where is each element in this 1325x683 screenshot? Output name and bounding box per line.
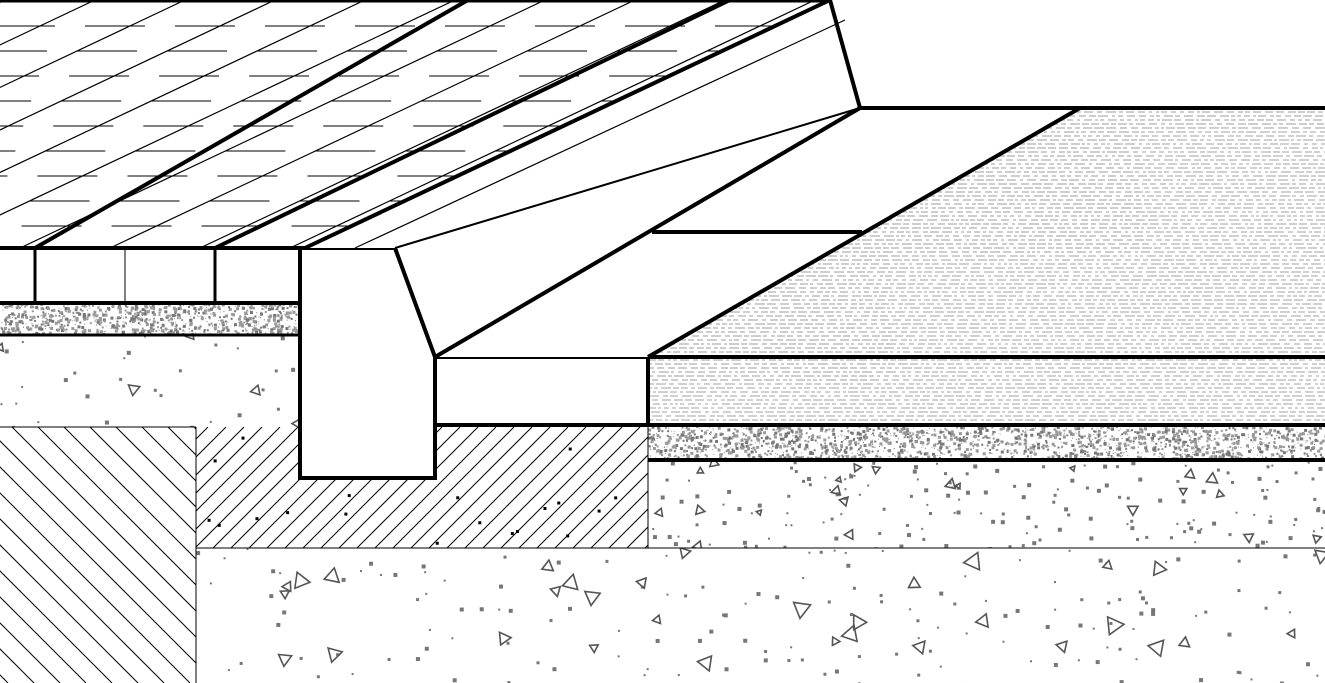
bedding-sand-right (648, 426, 1325, 460)
natural-ground-hatch (0, 427, 196, 683)
curb-stone (298, 246, 437, 480)
bedding-sand-left (0, 303, 300, 335)
lean-concrete-left (0, 335, 300, 427)
subbase-gravel (196, 548, 1325, 683)
lean-concrete-right (652, 460, 1325, 548)
gutter-channel (433, 355, 650, 427)
curb-top-face (305, 0, 860, 248)
